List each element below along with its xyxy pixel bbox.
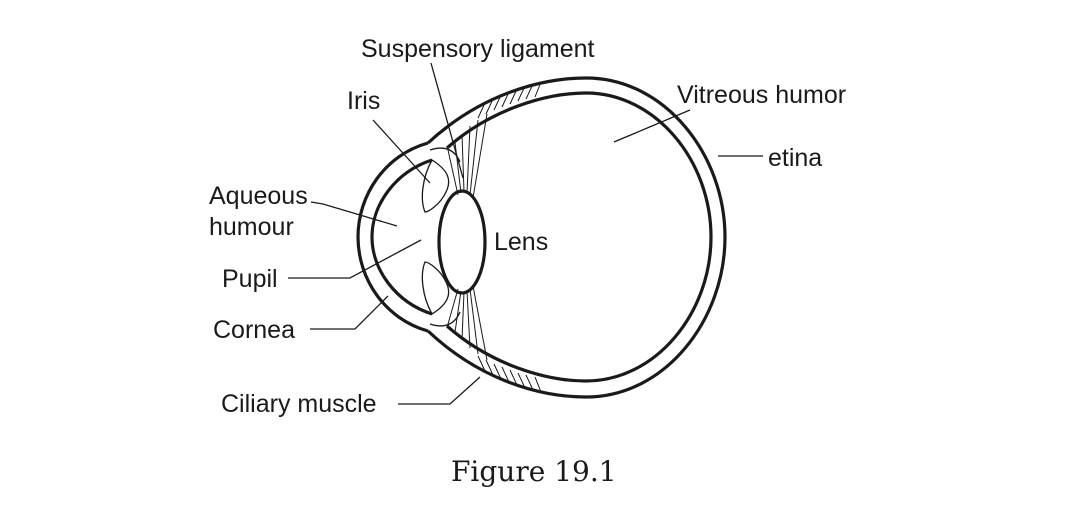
sclera-outer: [426, 76, 727, 399]
label-ciliary-muscle: Ciliary muscle: [221, 390, 377, 418]
leader-vitreous: [613, 109, 691, 143]
sclera-inner: [445, 91, 713, 383]
ciliary-lower: [429, 311, 461, 327]
suspensory-fibres-upper: [447, 113, 488, 199]
label-suspensory-ligament: Suspensory ligament: [361, 35, 595, 63]
label-aqueous-line2: humour: [209, 213, 294, 241]
ciliary-upper: [429, 147, 461, 163]
label-iris: Iris: [347, 87, 381, 115]
label-aqueous-line1: Aqueous: [209, 182, 308, 210]
label-lens: Lens: [494, 228, 549, 256]
leader-aqueous: [310, 201, 398, 227]
label-vitreous-humor: Vitreous humor: [677, 81, 847, 109]
lens: [437, 189, 487, 295]
sclera-hatch-upper: [477, 81, 542, 119]
sclera-hatch-lower: [477, 355, 542, 393]
iris-lower: [421, 261, 450, 315]
iris-upper: [421, 159, 450, 213]
label-cornea: Cornea: [213, 316, 295, 344]
cornea-outer: [356, 141, 429, 333]
figure-caption: Figure 19.1: [451, 455, 617, 488]
leader-iris: [372, 119, 431, 184]
leader-suspensory: [430, 62, 464, 179]
suspensory-fibres-lower: [447, 285, 488, 361]
label-pupil: Pupil: [222, 265, 278, 293]
leader-ciliary: [398, 376, 481, 405]
leader-cornea: [310, 295, 389, 330]
cornea-inner: [370, 158, 433, 316]
leader-pupil: [288, 239, 422, 279]
label-retina: etina: [768, 144, 823, 172]
